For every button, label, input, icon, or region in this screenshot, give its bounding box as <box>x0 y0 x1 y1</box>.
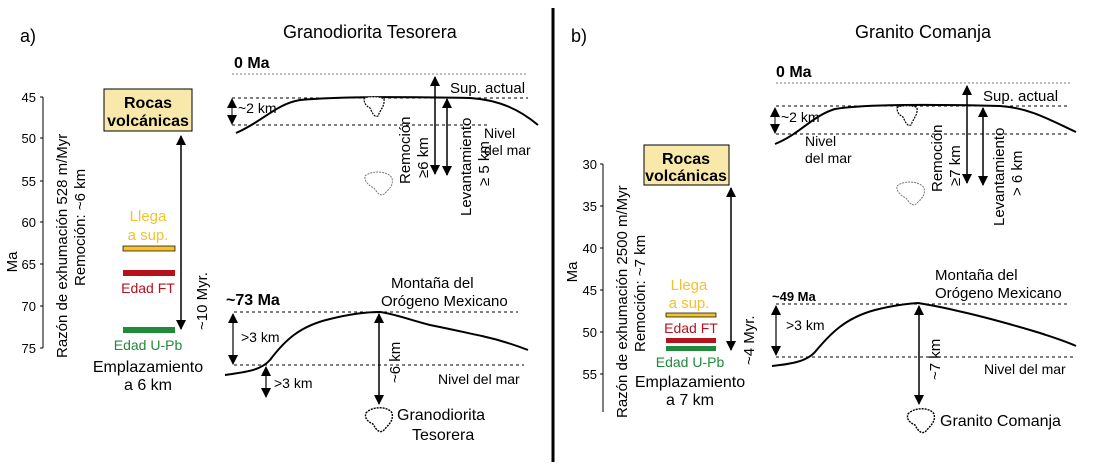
pluton-depth-icon <box>364 407 394 433</box>
pluton-outcrop <box>363 96 385 117</box>
paleo-topography <box>224 310 529 376</box>
exhumation-rate: Razón de exhumación 528 m/Myr <box>54 134 71 358</box>
bottom-time-label: ~49 Ma <box>772 289 816 304</box>
panel-a-time-axis: 45 50 55 60 65 70 75 Ma <box>4 90 44 356</box>
panel-a: a) Granodiorita Tesorera 45 50 55 60 65 … <box>4 22 539 444</box>
pluton-label: Granito Comanja <box>940 413 1061 430</box>
interval-label: ~10 Myr. <box>194 272 211 330</box>
interval-label: ~4 Myr. <box>741 315 758 365</box>
sea-level-label: del mar <box>805 150 852 166</box>
upb-age-label: Edad U-Pb <box>114 337 183 353</box>
pluton-outcrop <box>896 105 918 126</box>
depth-label: ~6 km <box>387 342 404 383</box>
removal-label: Remoción <box>929 124 946 192</box>
pluton-label: Granodiorita <box>397 407 485 424</box>
present-topography <box>774 103 1077 145</box>
mountain-label: Montaña del <box>935 267 1018 284</box>
thickness-below-label: >3 km <box>274 375 313 391</box>
sea-level-label: Nivel del mar <box>438 371 520 387</box>
axis-tick-label: 50 <box>22 131 36 146</box>
uplift-value: ≥ 5 km <box>476 141 493 186</box>
emplacement-depth: a 7 km <box>666 392 714 409</box>
panel-a-letter: a) <box>20 26 36 46</box>
axis-tick-label: 40 <box>583 241 597 256</box>
upb-age-bar <box>666 346 716 351</box>
ft-age-label: Edad FT <box>664 320 718 336</box>
panel-b: b) Granito Comanja 30 35 40 45 50 55 Ma … <box>564 22 1077 434</box>
present-surface-label: Sup. actual <box>983 88 1058 105</box>
volcanic-rocks-label: volcánicas <box>107 113 189 130</box>
arrives-surface-bar <box>122 245 176 252</box>
emplacement-label: Emplazamiento <box>93 359 203 376</box>
pluton-label: Tesorera <box>412 427 474 444</box>
volcanic-rocks-box <box>103 88 193 132</box>
uplift-value: > 6 km <box>1009 151 1026 196</box>
ft-age-label: Edad FT <box>121 280 175 296</box>
volcanic-rocks-label: volcánicas <box>645 168 727 185</box>
emplacement-depth: a 6 km <box>124 377 172 394</box>
pluton-buried <box>364 171 393 196</box>
sea-level-label: del mar <box>484 142 531 158</box>
emplacement-label: Emplazamiento <box>635 374 745 391</box>
axis-tick-label: 65 <box>22 257 36 272</box>
volcanic-rocks-label: Rocas <box>662 151 710 168</box>
top-time-label: 0 Ma <box>234 55 270 72</box>
present-topography <box>235 96 539 134</box>
axis-tick-label: 75 <box>22 341 36 356</box>
depth-label: ~7 km <box>927 339 944 380</box>
sea-level-label: Nivel <box>484 125 515 141</box>
removal-total: Remoción: ~7 km <box>632 235 649 352</box>
uplift-label: Levantamiento <box>991 128 1008 226</box>
panel-b-title: Granito Comanja <box>855 22 992 42</box>
upb-age-label: Edad U-Pb <box>656 354 725 370</box>
axis-tick-label: 60 <box>22 215 36 230</box>
sea-level-label: Nivel del mar <box>984 361 1066 377</box>
volcanic-rocks-box <box>643 144 730 186</box>
axis-tick-label: 55 <box>583 367 597 382</box>
mountain-label: Orógeno Mexicano <box>381 293 508 310</box>
arrives-surface-bar <box>665 312 717 318</box>
arrives-surface-label: Llega <box>671 277 708 294</box>
pluton-buried <box>896 181 925 206</box>
axis-tick-label: 35 <box>583 199 597 214</box>
removal-total: Remoción: ~6 km <box>72 169 89 286</box>
panel-b-letter: b) <box>571 26 587 46</box>
axis-tick-label: 70 <box>22 299 36 314</box>
removal-value: ≥7 km <box>947 145 964 186</box>
exhumation-rate: Razón de exhumación 2500 m/Myr <box>614 185 631 418</box>
axis-tick-label: 45 <box>583 283 597 298</box>
thickness-above-label: >3 km <box>241 329 280 345</box>
axis-tick-label: 45 <box>22 90 36 105</box>
uplift-label: Levantamiento <box>458 118 475 216</box>
volcanic-rocks-label: Rocas <box>124 95 172 112</box>
arrives-surface-label: a sup. <box>128 227 169 244</box>
top-thickness-label: ~2 km <box>781 109 820 125</box>
arrives-surface-label: Llega <box>130 208 167 225</box>
ft-age-bar <box>666 338 716 343</box>
top-time-label: 0 Ma <box>776 64 812 81</box>
axis-tick-label: 50 <box>583 325 597 340</box>
paleo-topography <box>771 301 1077 367</box>
pluton-depth-icon <box>906 408 936 434</box>
upb-age-bar <box>123 327 175 333</box>
mountain-label: Montaña del <box>391 275 474 292</box>
mountain-label: Orógeno Mexicano <box>935 285 1062 302</box>
axis-tick-label: 30 <box>583 157 597 172</box>
panel-b-time-axis: 30 35 40 45 50 55 Ma <box>564 157 604 412</box>
removal-value: ≥6 km <box>415 137 432 178</box>
ft-age-bar <box>123 270 175 276</box>
arrives-surface-label: a sup. <box>669 295 710 312</box>
sea-level-label: Nivel <box>805 133 836 149</box>
bottom-time-label: ~73 Ma <box>226 292 280 309</box>
panel-a-title: Granodiorita Tesorera <box>283 22 458 42</box>
axis-label: Ma <box>564 261 581 282</box>
present-surface-label: Sup. actual <box>450 80 525 97</box>
top-thickness-label: ~2 km <box>238 100 277 116</box>
removal-label: Remoción <box>397 116 414 184</box>
axis-tick-label: 55 <box>22 174 36 189</box>
thickness-above-label: >3 km <box>786 317 825 333</box>
axis-label: Ma <box>4 251 21 272</box>
